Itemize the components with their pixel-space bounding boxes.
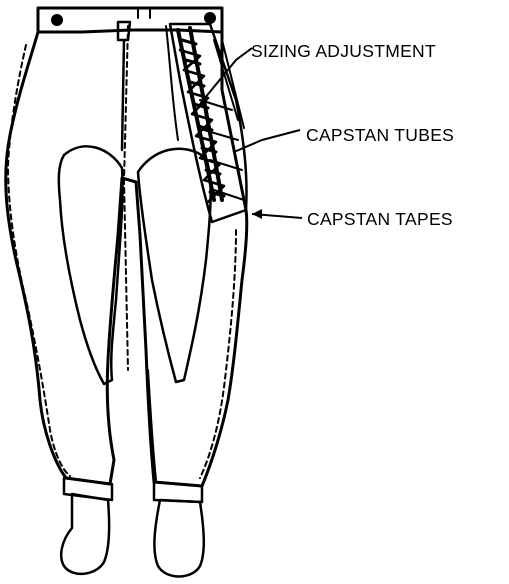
- feet: [61, 494, 204, 577]
- label-capstan-tubes: CAPSTAN TUBES: [306, 125, 454, 145]
- thigh-panels: [59, 26, 211, 480]
- leg-cuffs: [64, 478, 202, 502]
- label-capstan-tapes: CAPSTAN TAPES: [307, 209, 453, 229]
- capstan-assembly: [170, 24, 247, 222]
- front-zipper: [118, 22, 178, 150]
- label-sizing-adjustment: SIZING ADJUSTMENT: [251, 41, 436, 61]
